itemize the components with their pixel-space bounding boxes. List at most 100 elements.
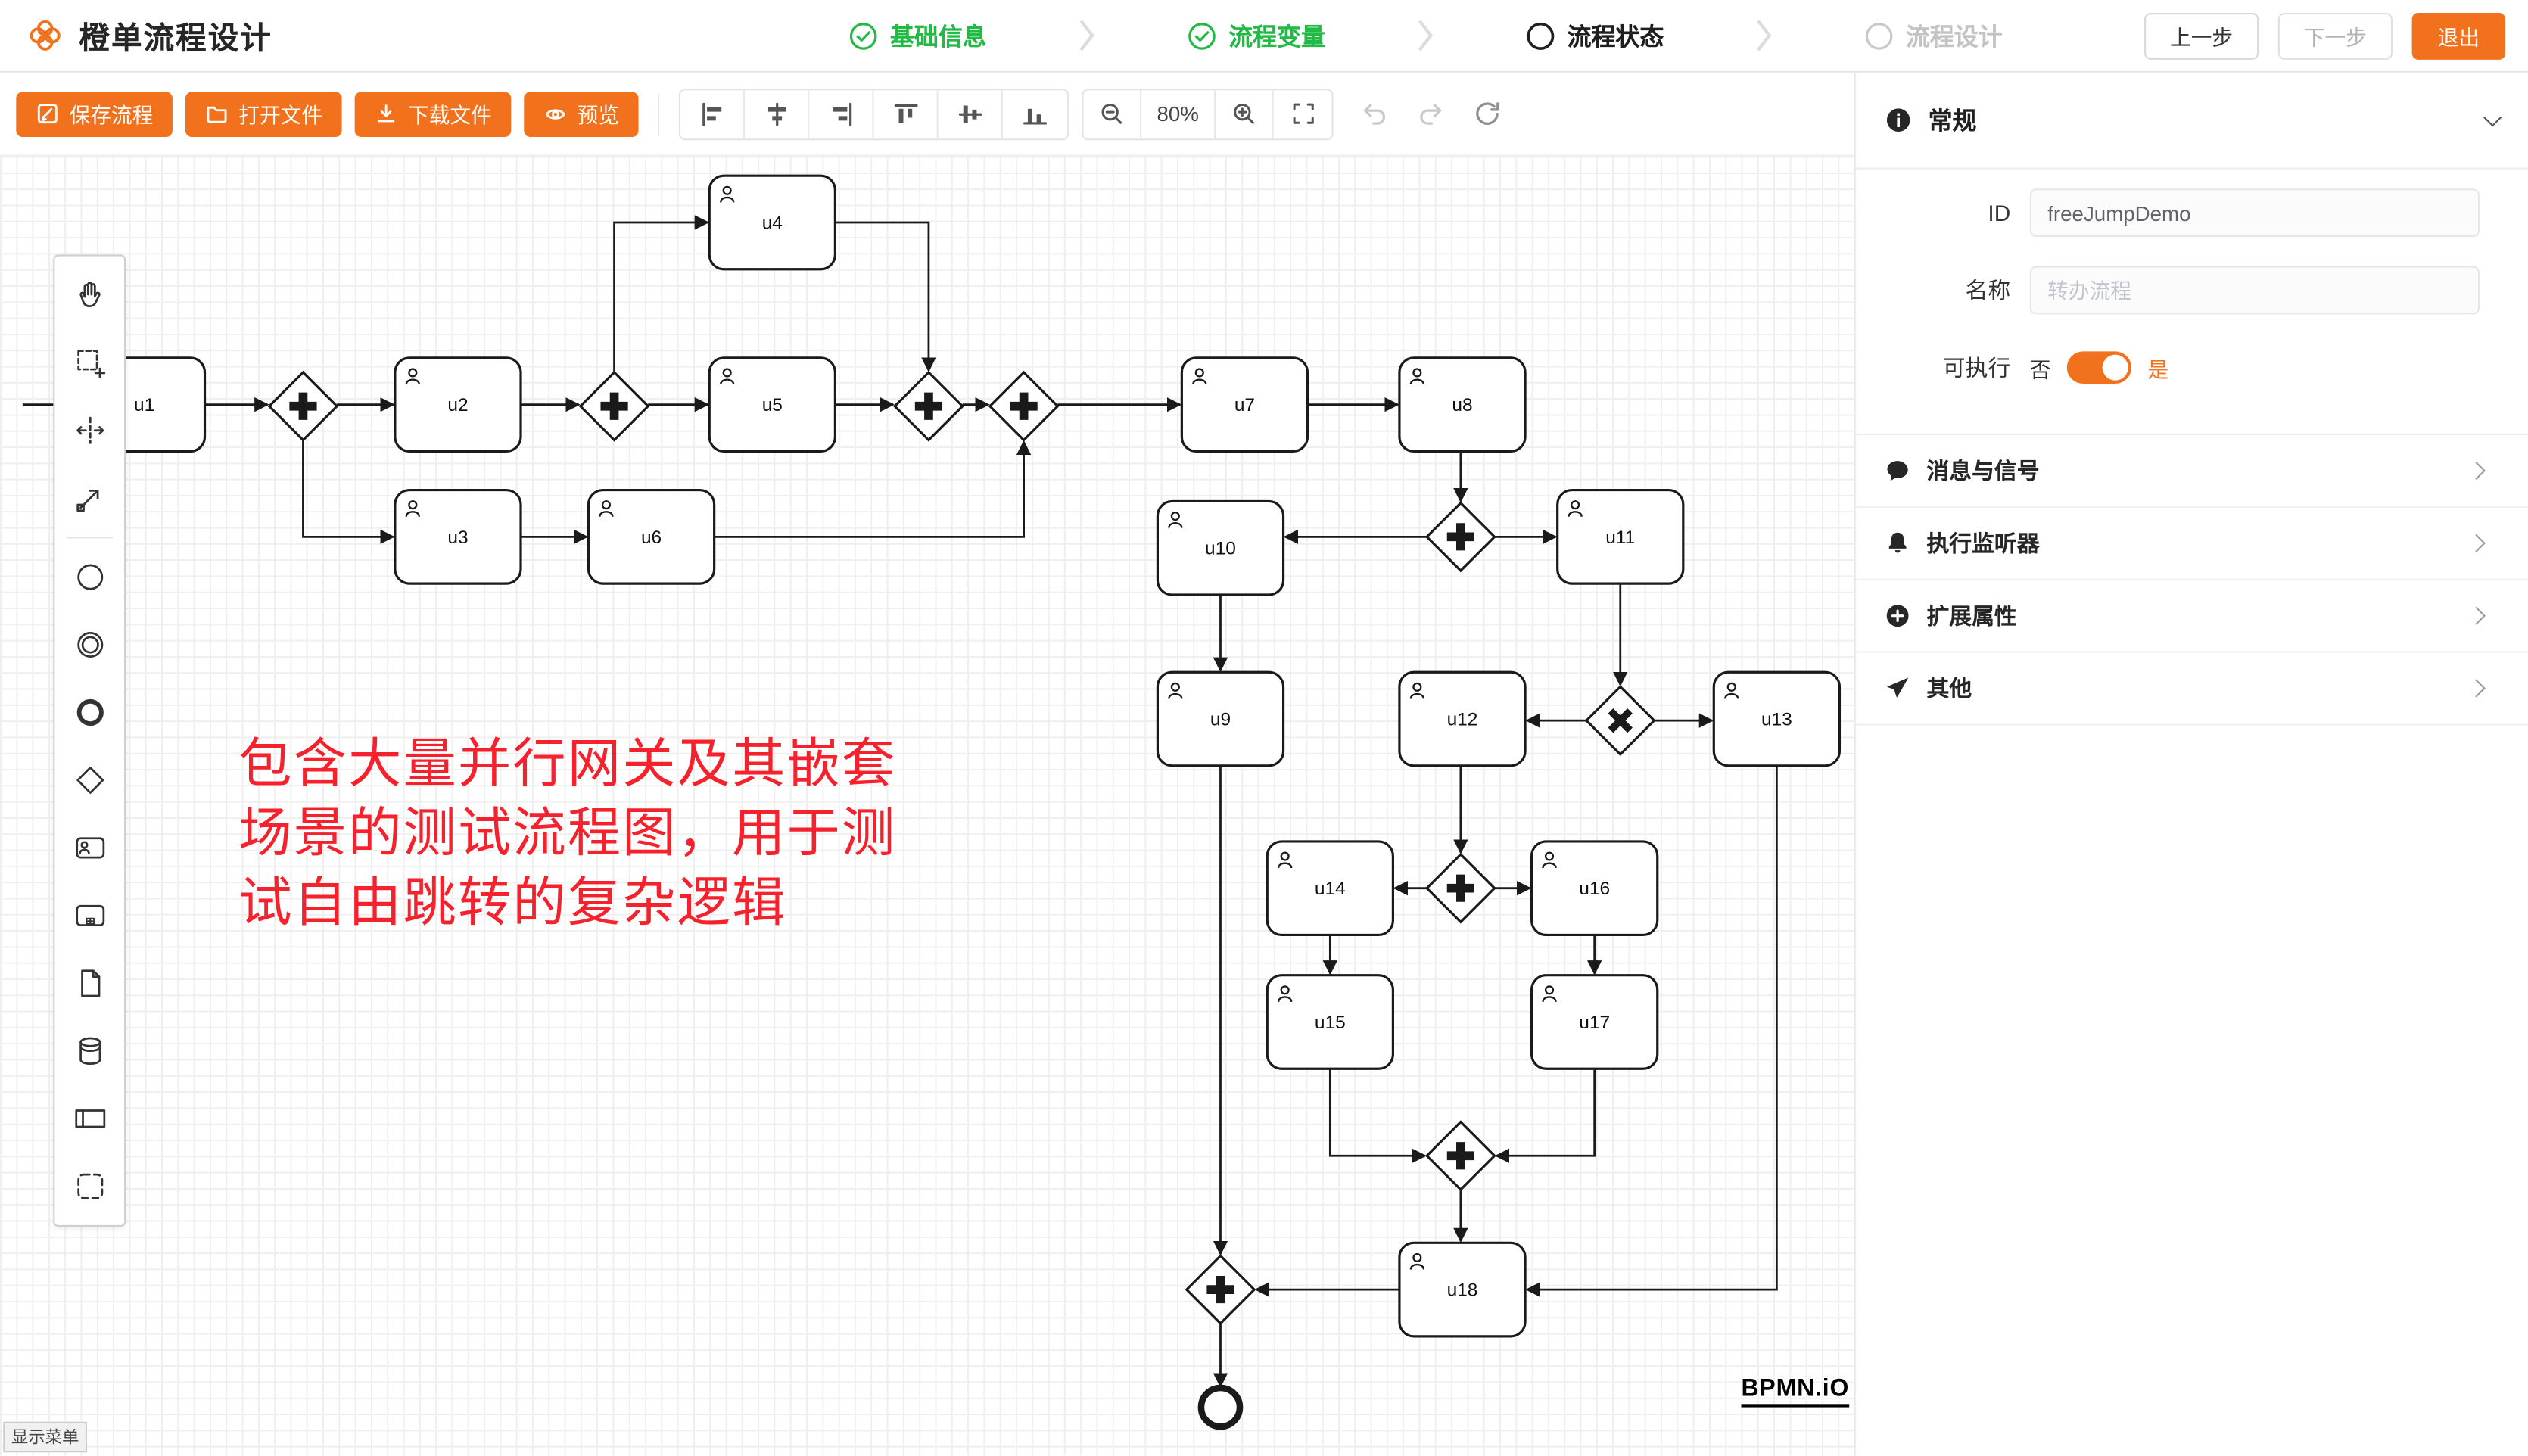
parallel-gateway-gw3[interactable] xyxy=(892,370,964,442)
zoom-fit-button[interactable] xyxy=(1274,89,1332,138)
open-file-button[interactable]: 打开文件 xyxy=(185,91,342,136)
task-node-u9[interactable]: u9 xyxy=(1156,670,1285,767)
task-node-u4[interactable]: u4 xyxy=(708,174,836,271)
lasso-tool[interactable] xyxy=(54,329,124,397)
create-end-event[interactable] xyxy=(54,679,124,746)
task-node-u3[interactable]: u3 xyxy=(394,488,522,585)
align-vertical-middle-button[interactable] xyxy=(939,89,1004,138)
task-node-u5[interactable]: u5 xyxy=(708,356,836,453)
step-label: 流程变量 xyxy=(1228,23,1326,51)
parallel-gateway-gw5[interactable] xyxy=(1424,501,1496,573)
create-intermediate-event[interactable] xyxy=(54,611,124,678)
create-subprocess[interactable] xyxy=(54,882,124,949)
step-basic-info[interactable]: 基础信息 xyxy=(848,18,987,52)
create-participant[interactable] xyxy=(54,1085,124,1153)
zoom-group: 80% xyxy=(1082,88,1334,140)
hand-icon xyxy=(79,282,100,308)
parallel-gateway-gw2[interactable] xyxy=(578,370,650,442)
sequence-flow-3[interactable] xyxy=(302,440,395,545)
space-tool[interactable] xyxy=(54,397,124,464)
task-label: u11 xyxy=(1605,527,1635,548)
align-right-button[interactable] xyxy=(809,89,874,138)
task-label: u1 xyxy=(134,395,154,415)
create-data-object[interactable] xyxy=(54,950,124,1017)
executable-toggle[interactable] xyxy=(2066,351,2132,384)
user-icon xyxy=(1568,500,1583,517)
step-flow-status[interactable]: 流程状态 xyxy=(1525,18,1664,52)
zoom-out-button[interactable] xyxy=(1084,89,1142,138)
task-node-u6[interactable]: u6 xyxy=(587,488,716,585)
step-flow-variables[interactable]: 流程变量 xyxy=(1187,18,1325,52)
section-execution-listeners[interactable]: 执行监听器 xyxy=(1855,508,2528,580)
align-bottom-button[interactable] xyxy=(1003,89,1067,138)
step-flow-design[interactable]: 流程设计 xyxy=(1863,18,2003,52)
parallel-gateway-gw7[interactable] xyxy=(1424,852,1496,924)
sequence-flow-5[interactable] xyxy=(613,215,710,373)
user-icon xyxy=(1277,985,1293,1003)
user-icon xyxy=(1409,682,1425,699)
next-step-button[interactable]: 下一步 xyxy=(2277,11,2393,59)
parallel-gateway-gw1[interactable] xyxy=(267,370,339,442)
zoom-level[interactable]: 80% xyxy=(1141,89,1216,138)
task-label: u12 xyxy=(1447,710,1478,730)
create-data-store[interactable] xyxy=(54,1017,124,1084)
align-group xyxy=(678,88,1069,140)
sequence-flow-7[interactable] xyxy=(835,221,936,372)
connect-tool[interactable] xyxy=(54,464,124,531)
section-extended-properties[interactable]: 扩展属性 xyxy=(1855,580,2528,653)
task-label: u13 xyxy=(1761,710,1792,730)
parallel-gateway-gw9[interactable] xyxy=(1185,1254,1256,1326)
process-id-input[interactable] xyxy=(2029,188,2480,238)
process-name-input[interactable] xyxy=(2029,266,2480,315)
step-separator-icon xyxy=(1079,20,1094,51)
parallel-gateway-gw4[interactable] xyxy=(988,370,1060,442)
sequence-flow-27[interactable] xyxy=(1494,1069,1596,1163)
bpmn-io-watermark[interactable]: BPMN.iO xyxy=(1741,1375,1850,1408)
prev-step-button[interactable]: 上一步 xyxy=(2144,11,2259,59)
task-node-u16[interactable]: u16 xyxy=(1530,840,1659,937)
sequence-flow-11[interactable] xyxy=(714,440,1032,538)
save-flow-button[interactable]: 保存流程 xyxy=(16,91,173,136)
executable-no-label: 否 xyxy=(2029,356,2051,381)
task-node-u13[interactable]: u13 xyxy=(1712,670,1842,767)
task-node-u2[interactable]: u2 xyxy=(394,356,522,453)
task-node-u14[interactable]: u14 xyxy=(1266,840,1395,937)
parallel-gateway-gw8[interactable] xyxy=(1424,1120,1496,1192)
create-start-event[interactable] xyxy=(54,543,124,611)
task-node-u12[interactable]: u12 xyxy=(1398,670,1527,767)
step-current-icon xyxy=(1527,21,1555,49)
section-other[interactable]: 其他 xyxy=(1855,653,2528,726)
sequence-flow-29[interactable] xyxy=(1525,765,1778,1297)
preview-button[interactable]: 预览 xyxy=(524,91,639,136)
subprocess-icon xyxy=(75,904,104,926)
zoom-in-button[interactable] xyxy=(1216,89,1274,138)
section-label: 扩展属性 xyxy=(1926,602,2017,629)
save-flow-label: 保存流程 xyxy=(69,103,154,128)
exclusive-gateway-gw6[interactable] xyxy=(1584,685,1656,757)
refresh-button[interactable] xyxy=(1472,98,1502,129)
align-top-button[interactable] xyxy=(874,89,939,138)
section-messages-signals[interactable]: 消息与信号 xyxy=(1855,435,2528,508)
end-event[interactable] xyxy=(1197,1384,1244,1430)
exit-button[interactable]: 退出 xyxy=(2411,11,2506,59)
task-node-u11[interactable]: u11 xyxy=(1556,488,1685,585)
task-node-u7[interactable]: u7 xyxy=(1180,356,1309,453)
align-left-button[interactable] xyxy=(680,89,746,138)
redo-button[interactable] xyxy=(1415,98,1446,129)
create-user-task[interactable] xyxy=(54,814,124,882)
chevron-down-icon[interactable] xyxy=(2483,107,2502,126)
task-node-u18[interactable]: u18 xyxy=(1398,1241,1527,1338)
create-gateway[interactable] xyxy=(54,746,124,814)
general-section-header[interactable]: 常规 xyxy=(1855,73,2528,170)
task-node-u10[interactable]: u10 xyxy=(1156,499,1285,596)
show-menu-button[interactable]: 显示菜单 xyxy=(3,1421,88,1453)
task-node-u8[interactable]: u8 xyxy=(1398,356,1527,453)
hand-tool[interactable] xyxy=(54,261,124,328)
undo-button[interactable] xyxy=(1359,98,1390,129)
task-node-u15[interactable]: u15 xyxy=(1266,974,1395,1070)
create-group[interactable] xyxy=(54,1153,124,1220)
align-horizontal-center-button[interactable] xyxy=(745,89,810,138)
sequence-flow-26[interactable] xyxy=(1328,1069,1427,1163)
task-node-u17[interactable]: u17 xyxy=(1530,974,1659,1070)
download-file-button[interactable]: 下载文件 xyxy=(354,91,512,136)
